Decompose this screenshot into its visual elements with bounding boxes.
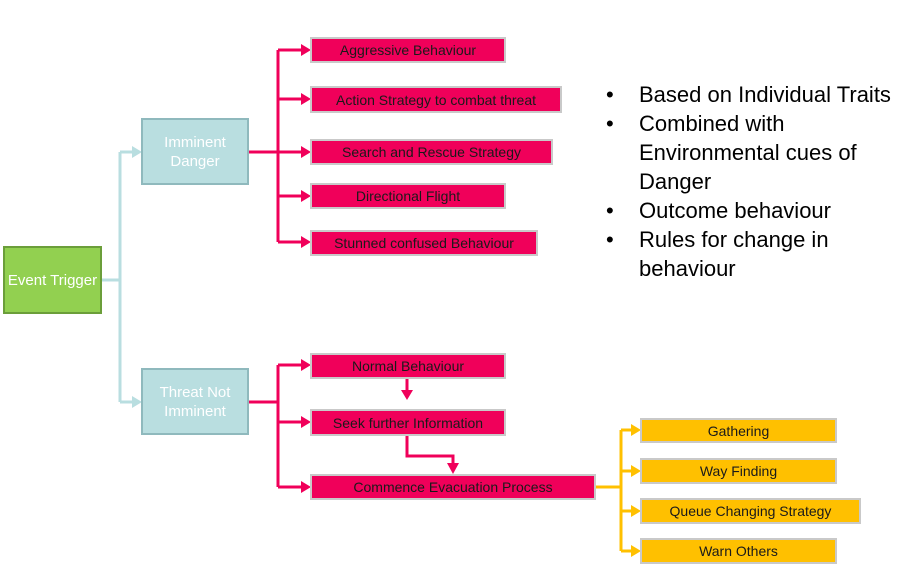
behaviour-stunned-confused: Stunned confused Behaviour (310, 230, 538, 256)
behaviour-directional-flight: Directional Flight (310, 183, 506, 209)
bullet-dot: • (606, 227, 614, 252)
behaviour-aggressive: Aggressive Behaviour (310, 37, 506, 63)
imminent-arrowheads (301, 44, 311, 248)
evacuation-queue-changing: Queue Changing Strategy (640, 498, 861, 524)
evacuation-way-finding: Way Finding (640, 458, 837, 484)
evacuation-label: Warn Others (699, 543, 778, 559)
bullet-item: • Rules for change in behaviour (606, 225, 916, 283)
bullet-dot: • (606, 198, 614, 223)
notes-bullet-list: • Based on Individual Traits • Combined wi… (606, 80, 916, 283)
evacuation-connectors (595, 428, 632, 553)
bullet-item: • Based on Individual Traits (606, 80, 916, 109)
imminent-danger-node: Imminent Danger (141, 118, 249, 185)
bullet-text: Based on Individual Traits (639, 82, 891, 107)
event-trigger-label: Event Trigger (7, 271, 98, 289)
bullet-dot: • (606, 111, 614, 136)
trigger-arrowheads (132, 146, 142, 408)
bullet-text: Rules for change in behaviour (639, 227, 829, 281)
trigger-connectors (101, 150, 133, 404)
behaviour-label: Stunned confused Behaviour (334, 235, 514, 251)
behaviour-search-rescue: Search and Rescue Strategy (310, 139, 553, 165)
behaviour-action-strategy: Action Strategy to combat threat (310, 86, 562, 113)
step-label: Normal Behaviour (351, 358, 465, 374)
bullet-item: • Combined with Environmental cues of Dan… (606, 109, 916, 196)
event-trigger-node: Event Trigger (3, 246, 102, 314)
threat-not-imminent-node: Threat Not Imminent (141, 368, 249, 435)
step-seek-information: Seek further Information (310, 409, 506, 436)
evacuation-label: Queue Changing Strategy (669, 503, 832, 519)
step-label: Commence Evacuation Process (353, 479, 553, 495)
step-normal-behaviour: Normal Behaviour (310, 353, 506, 379)
behaviour-label: Aggressive Behaviour (339, 42, 477, 58)
bullet-dot: • (606, 82, 614, 107)
behaviour-label: Action Strategy to combat threat (336, 91, 536, 108)
behaviour-label: Search and Rescue Strategy (342, 144, 521, 160)
step-commence-evacuation: Commence Evacuation Process (310, 474, 596, 500)
evacuation-gathering: Gathering (640, 418, 837, 443)
evacuation-label: Way Finding (699, 463, 778, 479)
evacuation-warn-others: Warn Others (640, 538, 837, 564)
non-imminent-arrowheads (301, 359, 459, 493)
non-imminent-connectors (248, 363, 455, 489)
bullet-text: Combined with Environmental cues of Dang… (639, 111, 857, 194)
evacuation-label: Gathering (707, 422, 770, 439)
step-label: Seek further Information (332, 414, 484, 431)
evacuation-arrowheads (631, 424, 641, 557)
bullet-item: • Outcome behaviour (606, 196, 916, 225)
imminent-connectors (248, 48, 302, 244)
bullet-text: Outcome behaviour (639, 198, 831, 223)
imminent-danger-label: Imminent Danger (164, 133, 226, 170)
threat-not-imminent-label: Threat Not Imminent (159, 383, 231, 420)
behaviour-label: Directional Flight (355, 188, 461, 204)
